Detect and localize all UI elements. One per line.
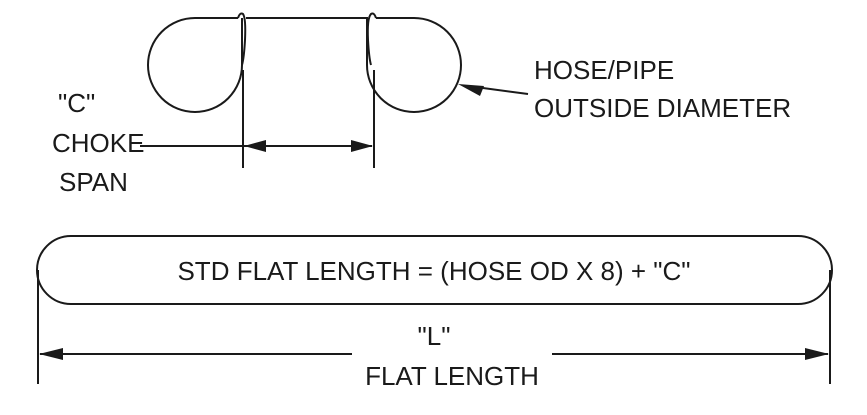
choke-arrow-right	[351, 140, 373, 152]
choke-label-choke: CHOKE	[52, 128, 144, 158]
flat-arrow-right	[805, 348, 829, 360]
flat-label-length: FLAT LENGTH	[365, 361, 539, 391]
right-loop	[366, 17, 462, 114]
choked-sling-drawing	[147, 12, 462, 114]
hose-od-arrow	[458, 84, 484, 96]
choke-label-span: SPAN	[59, 167, 128, 197]
choke-label-c: "C"	[58, 88, 95, 118]
hose-label-line2: OUTSIDE DIAMETER	[534, 93, 791, 123]
choke-arrow-left	[244, 140, 266, 152]
flat-length-formula: STD FLAT LENGTH = (HOSE OD X 8) + "C"	[177, 256, 690, 286]
left-hook-tip	[237, 12, 247, 66]
hose-label-line1: HOSE/PIPE	[534, 55, 674, 85]
flat-label-l: "L"	[418, 321, 451, 351]
right-hook-tip	[366, 12, 377, 66]
flat-arrow-left	[39, 348, 63, 360]
left-loop	[147, 17, 243, 114]
